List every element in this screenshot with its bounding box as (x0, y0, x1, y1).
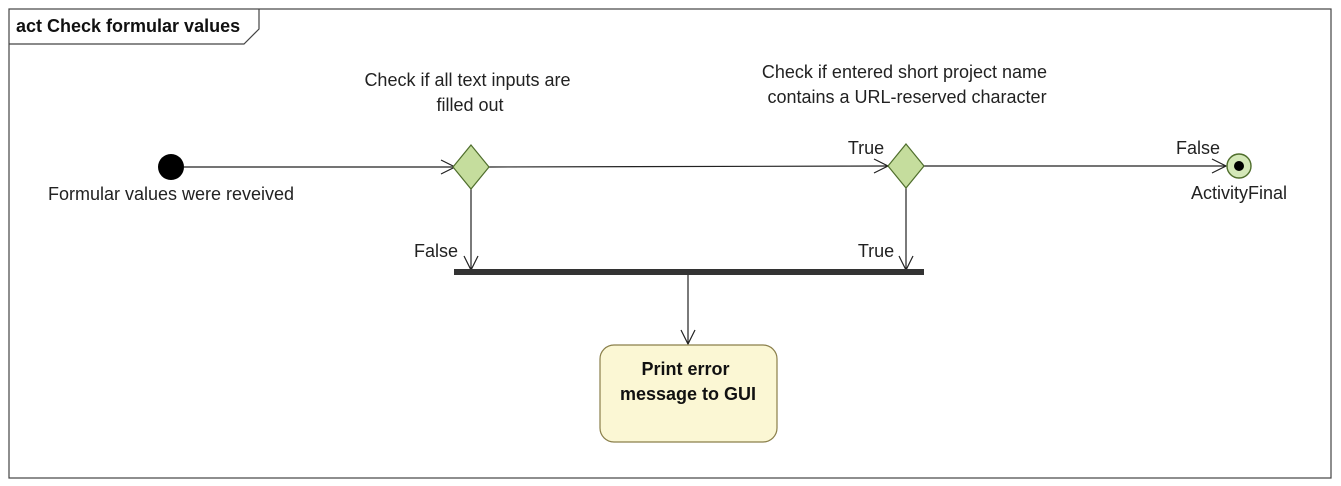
initial-node-label: Formular values were reveived (48, 184, 294, 204)
activity-final-core (1234, 161, 1244, 171)
action-node-label: Print error message to GUI (620, 359, 756, 404)
guard-reserved-to-join: True (858, 241, 894, 261)
frame-title: act Check formular values (16, 16, 240, 36)
action-node (599, 344, 778, 443)
initial-node (158, 154, 184, 180)
join-bar (454, 269, 924, 275)
edge-decision-inputs-to-decision-reserved (488, 165, 889, 168)
arrowhead-icon (1211, 158, 1228, 174)
frame-title-tab (9, 9, 260, 45)
guard-reserved-to-final: False (1176, 138, 1220, 158)
guard-inputs-to-join: False (414, 241, 458, 261)
activity-final-label: ActivityFinal (1191, 183, 1287, 203)
decision-node-inputs (452, 144, 490, 190)
decision-node-reserved (887, 143, 925, 189)
arrowhead-icon (680, 329, 696, 346)
guard-inputs-to-reserved: True (848, 138, 884, 158)
decision-inputs-label: Check if all text inputs are filled out (364, 70, 575, 115)
decision-reserved-label: Check if entered short project name cont… (762, 62, 1052, 107)
